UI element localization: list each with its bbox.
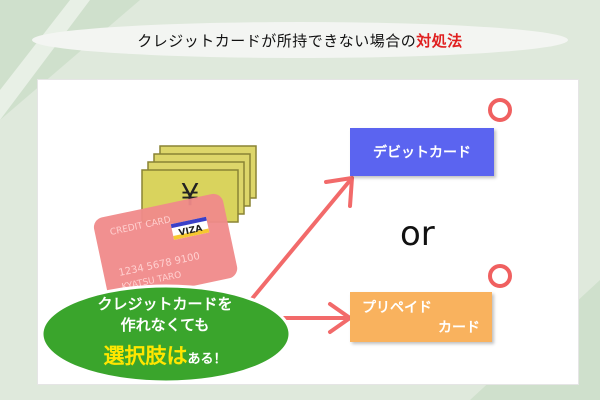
bubble-highlight: 選択肢は [103,344,188,368]
bubble-line1: クレジットカードを [97,295,233,313]
prepaid-label-line1: プリペイド [362,300,432,316]
bubble-shape [40,284,292,384]
prepaid-card-box: プリペイド カード [350,292,492,342]
arrow-icon [244,176,354,334]
page-title: クレジットカードが所持できない場合の対処法 [32,22,568,58]
circle-ok-mark-icon [488,264,512,288]
bubble-line2: 作れなくても [120,316,210,334]
circle-ok-mark-icon [488,98,512,122]
bubble-line3-rest: ある！ [187,352,227,367]
or-label: or [400,214,435,254]
title-highlight: 対処法 [416,31,463,50]
prepaid-label-line2: カード [438,320,480,336]
bubble-text: クレジットカードを 作れなくても 選択肢はある！ [60,294,270,370]
debit-label: デビットカード [373,145,471,161]
card-brand: VIZA [178,224,203,239]
bubble-line3: 選択肢はある！ [60,340,270,370]
title-main: クレジットカードが所持できない場合の [137,31,417,50]
debit-card-box: デビットカード [350,128,494,176]
